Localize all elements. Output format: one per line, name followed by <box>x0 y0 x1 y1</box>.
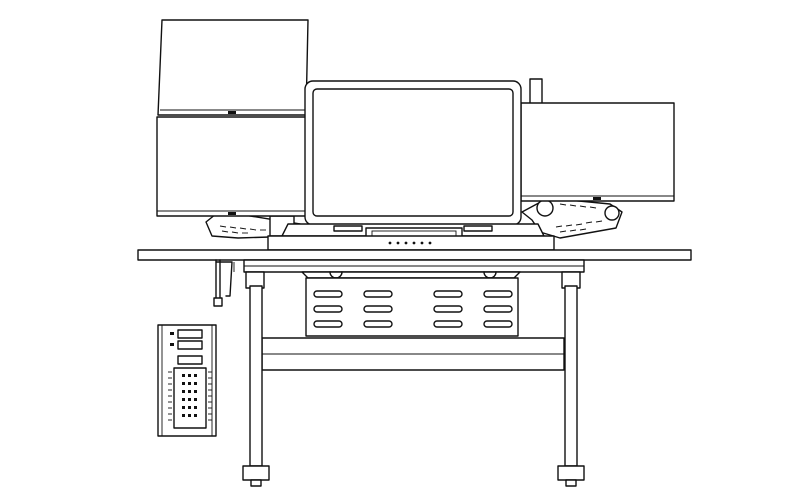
monitor-right <box>520 102 675 202</box>
monitor-lower-left <box>156 116 308 217</box>
frame-crossbar <box>243 259 585 279</box>
monitor-upper-left <box>157 19 309 116</box>
leg-right <box>557 271 585 487</box>
lower-stretcher <box>261 337 565 371</box>
leg-left <box>233 262 270 487</box>
pc-tower-holder <box>213 259 233 307</box>
pc-tower <box>157 324 217 437</box>
modesty-panel <box>305 277 519 337</box>
desktop-surface <box>137 235 692 261</box>
monitor-center <box>281 80 545 237</box>
